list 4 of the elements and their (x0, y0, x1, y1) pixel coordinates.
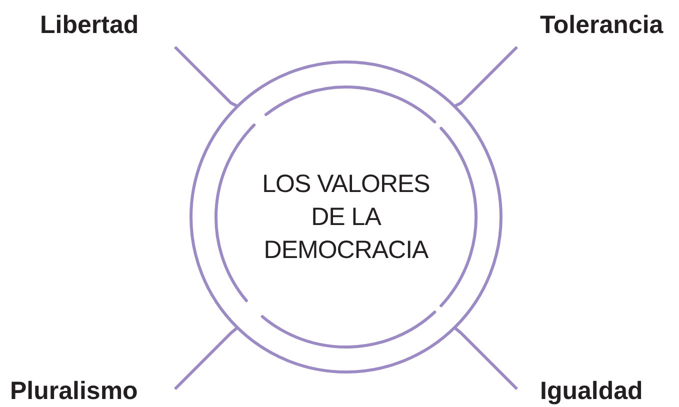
value-label: Tolerancia (540, 10, 664, 40)
value-label: Libertad (40, 10, 140, 40)
value-label: Pluralismo (10, 376, 139, 406)
value-label: Igualdad (540, 376, 644, 406)
